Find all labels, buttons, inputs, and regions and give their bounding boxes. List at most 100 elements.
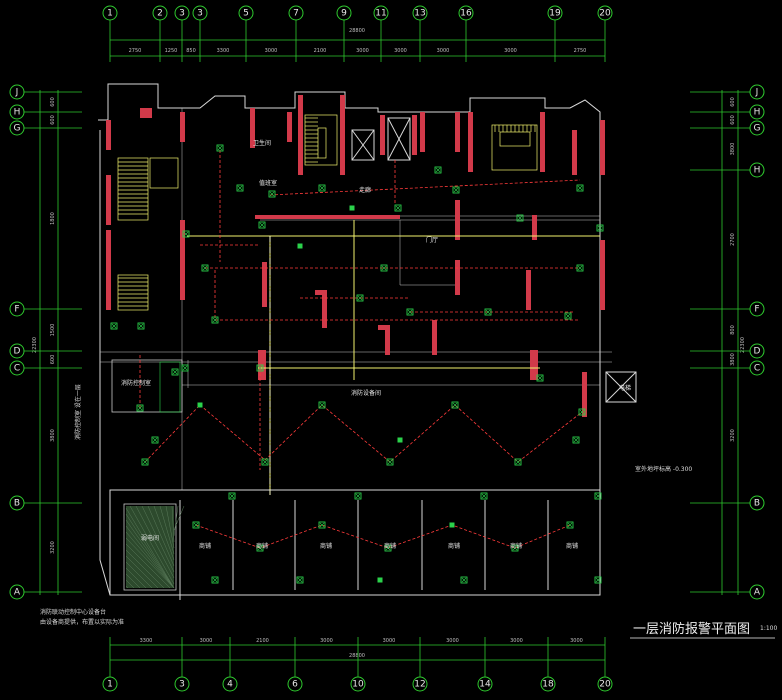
room-label-elevator: 电梯 [619, 384, 631, 392]
smoke-detector-42 [566, 521, 574, 529]
dim-top-0: 2750 [129, 48, 142, 54]
smoke-detector-20 [576, 264, 584, 272]
axis-bubble-right-5-label: D [754, 347, 761, 357]
shop-label-5: 商铺 [510, 542, 522, 550]
axis-bubble-bottom-7-label: 18 [542, 680, 554, 690]
smoke-detector-46 [594, 492, 602, 500]
axis-bubble-top-7-label: 11 [375, 9, 386, 19]
room-label-weak: 弱电间 [141, 534, 159, 542]
smoke-detector-10 [201, 264, 209, 272]
smoke-detector-19 [564, 312, 572, 320]
bottom-total-dim: 28800 [349, 653, 365, 659]
left-dimension-chain: 22300 [32, 90, 59, 595]
axis-bubble-top-9: 16 [458, 5, 474, 21]
drawing-scale: 1:100 [760, 625, 777, 632]
axis-bubble-right-4-label: F [754, 305, 759, 315]
axis-bubble-right-7-label: B [754, 499, 760, 509]
smoke-detector-27 [578, 408, 586, 416]
axis-bubble-left-3-label: F [14, 305, 19, 315]
smoke-detector-40 [449, 522, 455, 528]
fire-control-room [111, 359, 183, 413]
left-total-dim: 22300 [32, 337, 38, 353]
smoke-detectors [110, 144, 604, 584]
smoke-detector-45 [480, 492, 488, 500]
dim-top-6: 3000 [356, 48, 369, 54]
axis-bubble-top-4-label: 5 [243, 9, 249, 19]
axis-bubble-top-1-label: 2 [157, 9, 163, 19]
smoke-detector-22 [197, 402, 203, 408]
stair-treads [118, 117, 536, 307]
axis-bubble-bottom-4-label: 10 [352, 680, 364, 690]
dim-left-2: 1800 [50, 212, 56, 225]
axis-bubble-right-1-label: H [754, 108, 761, 118]
axis-bubble-top-11: 20 [597, 5, 613, 21]
smoke-detector-9 [182, 230, 190, 238]
dim-top-8: 3000 [437, 48, 450, 54]
axis-bubble-left-5-label: C [14, 364, 20, 374]
dim-left-6: 3200 [50, 541, 56, 554]
dim-top-4: 3000 [265, 48, 278, 54]
smoke-detector-25 [451, 401, 459, 409]
shop-label-4: 商铺 [448, 542, 460, 550]
shop-labels: 商铺商铺商铺商铺商铺商铺商铺 [199, 542, 578, 550]
axis-bubble-top-0-label: 1 [107, 9, 113, 19]
dim-bottom-0: 3300 [140, 638, 153, 644]
smoke-detector-14 [356, 294, 364, 302]
room-label-equipment: 消防设备间 [351, 389, 381, 397]
level-note: 室外地坪标高 -0.300 [635, 465, 692, 473]
axis-bubble-right-3-label: H [754, 166, 761, 176]
room-label-toilet: 卫生间 [253, 139, 271, 147]
smoke-detector-34 [110, 322, 118, 330]
smoke-detector-16 [406, 308, 414, 316]
room-label-duty: 值班室 [259, 179, 277, 187]
top-dimension-chain: 28800 [110, 28, 605, 57]
axis-bubble-bottom-5: 12 [412, 676, 428, 692]
smoke-detector-17 [484, 308, 492, 316]
dim-right-1: 600 [730, 115, 736, 125]
axis-bubble-right-2-label: G [754, 124, 761, 134]
smoke-detector-38 [318, 521, 326, 529]
bottom-dimension-chain: 28800 [110, 644, 605, 661]
smoke-detector-29 [141, 458, 149, 466]
axis-bubble-top-10-label: 19 [549, 9, 561, 19]
drawing-title: 一层消防报警平面图 [633, 621, 750, 637]
axis-bubble-top-2-label: 3 [179, 9, 185, 19]
smoke-detector-21 [596, 224, 604, 232]
smoke-detector-49 [377, 577, 383, 583]
axis-bubble-top-11-label: 20 [599, 9, 611, 19]
axis-bubble-bottom-4: 10 [350, 676, 366, 692]
axis-bubble-top-3-label: 3 [197, 9, 203, 19]
dim-right-6: 3200 [730, 429, 736, 442]
axis-bubble-top-6-label: 9 [341, 9, 347, 19]
dim-bottom-6: 3000 [510, 638, 523, 644]
smoke-detector-47 [211, 576, 219, 584]
smoke-detector-6 [434, 166, 442, 174]
room-label-corridor: 走廊 [359, 186, 371, 194]
smoke-detector-3 [318, 184, 326, 192]
dim-top-2: 850 [186, 48, 196, 54]
axis-bubble-top-9-label: 16 [460, 9, 472, 19]
axis-bubble-right-8-label: A [754, 588, 761, 598]
axis-bubble-left-7-label: A [14, 588, 21, 598]
dim-right-2: 3800 [730, 143, 736, 156]
dim-top-5: 2100 [314, 48, 327, 54]
smoke-detector-33 [136, 404, 144, 412]
room-label-hall: 门厅 [426, 236, 438, 244]
axis-bubble-left-6-label: B [14, 499, 20, 509]
dim-right-5: 3800 [730, 353, 736, 366]
dim-top-10: 2750 [574, 48, 587, 54]
smoke-detector-26 [514, 458, 522, 466]
axis-bubble-bottom-3-label: 6 [292, 680, 298, 690]
dim-bottom-7: 3000 [570, 638, 583, 644]
axis-bubble-bottom-1-label: 3 [179, 680, 185, 690]
axis-bubble-bottom-6-label: 14 [479, 680, 491, 690]
dim-bottom-2: 2100 [256, 638, 269, 644]
vertical-note: 消防控制室 设在一层 [74, 384, 82, 440]
axis-bubble-bottom-5-label: 12 [414, 680, 425, 690]
smoke-detector-51 [594, 576, 602, 584]
dim-left-5: 3800 [50, 429, 56, 442]
room-label-fire-control: 消防控制室 [121, 379, 151, 387]
